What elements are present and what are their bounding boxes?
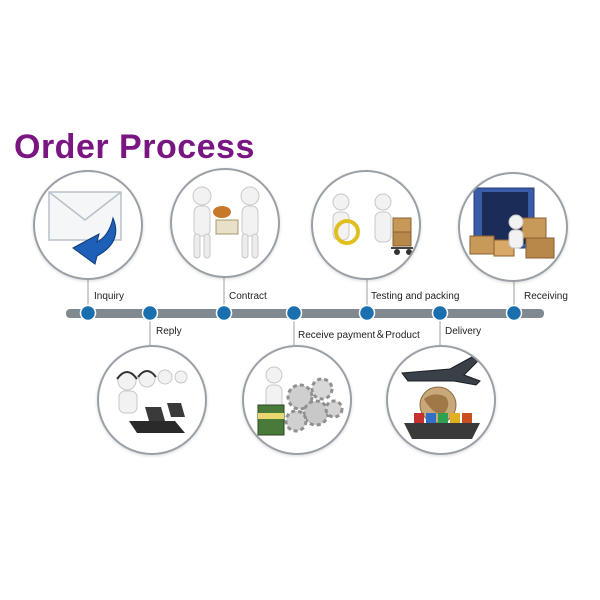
label-receiving: Receiving — [524, 291, 568, 302]
delivery-image — [386, 345, 496, 455]
customer-service-icon — [116, 369, 188, 433]
handshake-icon — [192, 186, 260, 259]
label-delivery: Delivery — [445, 326, 482, 337]
timeline-track — [66, 309, 544, 318]
node-payment — [285, 304, 303, 322]
magnifier-boxes-icon — [332, 193, 413, 255]
testing-image — [311, 170, 421, 280]
label-testing: Testing and packing — [371, 291, 460, 302]
payment-image — [242, 345, 352, 455]
node-receiving — [505, 304, 523, 322]
contract-image — [170, 168, 280, 278]
node-inquiry — [79, 304, 97, 322]
diagram-title: Order Process — [14, 128, 255, 166]
money-gears-icon — [257, 366, 344, 436]
label-inquiry: Inquiry — [94, 291, 125, 302]
label-payment: Receive payment＆Product — [298, 330, 420, 341]
node-contract — [215, 304, 233, 322]
inquiry-image — [33, 170, 143, 280]
airplane-globe-ship-icon — [401, 356, 481, 439]
envelope-icon — [48, 191, 122, 265]
reply-image — [97, 345, 207, 455]
container-boxes-icon — [469, 187, 555, 259]
node-reply — [141, 304, 159, 322]
label-contract: Contract — [229, 291, 267, 302]
label-reply: Reply — [156, 326, 182, 337]
node-testing — [358, 304, 376, 322]
node-delivery — [431, 304, 449, 322]
receiving-image — [458, 172, 568, 282]
